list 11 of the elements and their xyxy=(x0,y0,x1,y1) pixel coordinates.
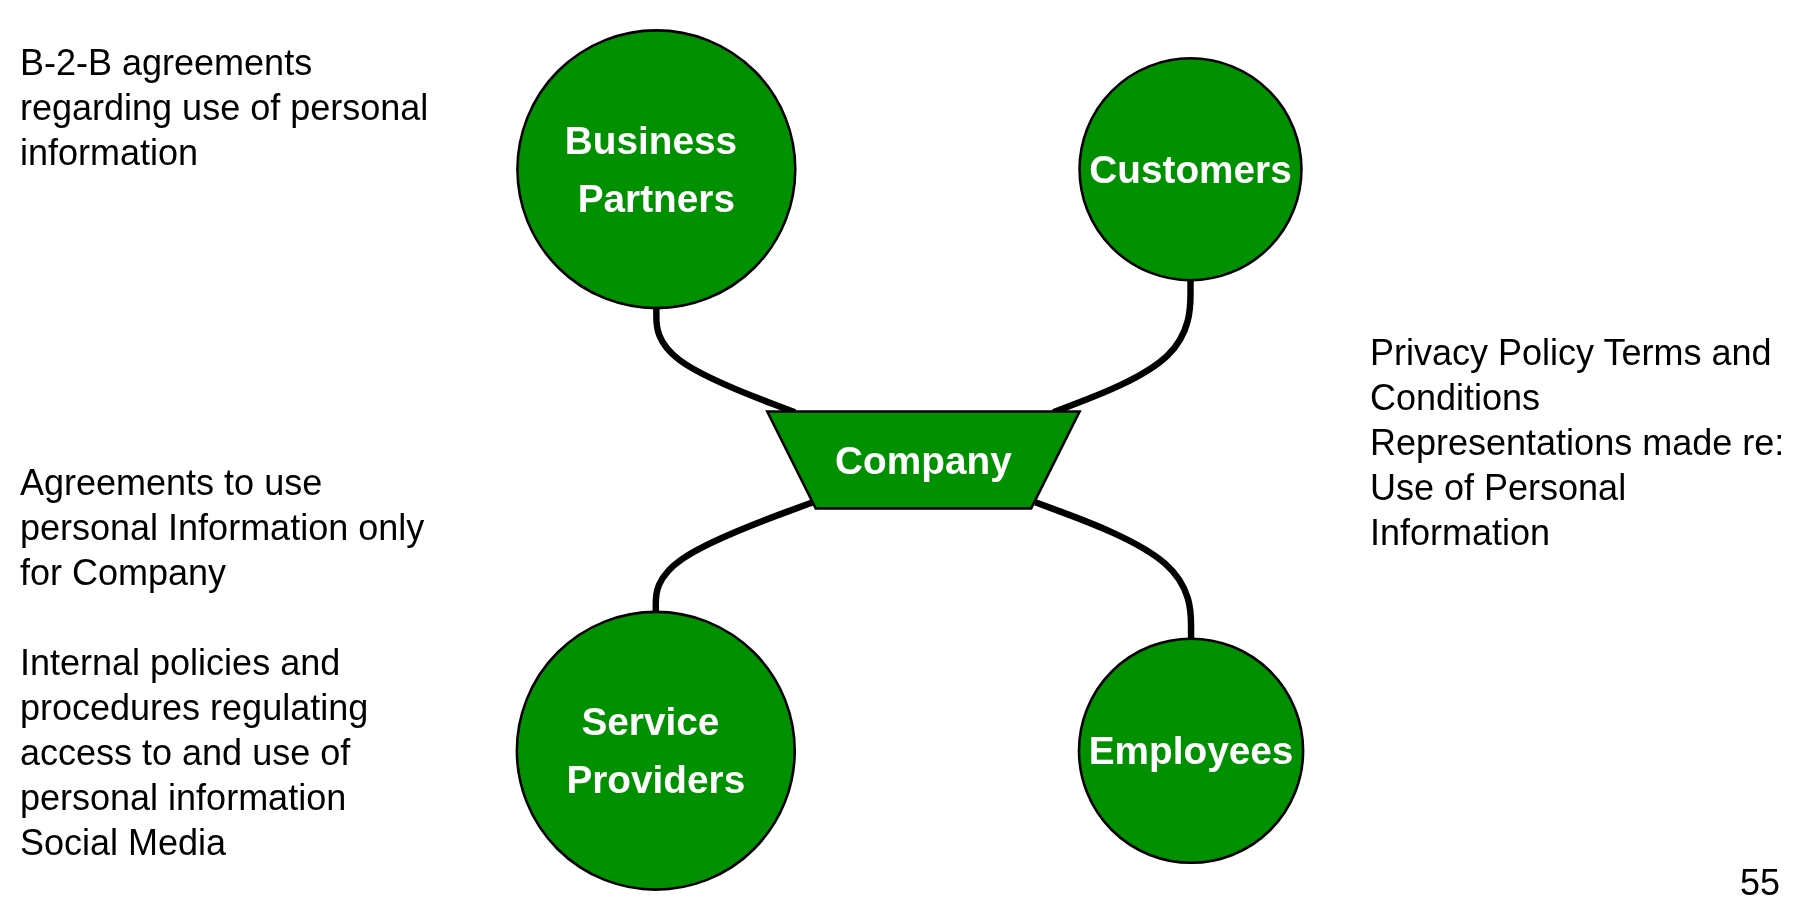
node-circle: Employees xyxy=(1077,637,1305,865)
node-circle: Service Providers xyxy=(515,610,796,891)
connector xyxy=(652,499,815,612)
node-circle: Customers xyxy=(1078,57,1303,282)
connector xyxy=(1034,499,1195,639)
note-text: Internal policies and procedures regulating access to and use of personal information Social Media xyxy=(20,641,370,865)
node-circle: Business Partners xyxy=(516,29,797,310)
note-text: Agreements to use personal Information only for Company xyxy=(20,461,426,595)
page-number: 55 xyxy=(1740,861,1781,905)
note-text: B-2-B agreements regarding use of personal information xyxy=(20,41,430,175)
note-text: Privacy Policy Terms and Conditions Representations made re: Use of Personal Information xyxy=(1370,331,1786,555)
